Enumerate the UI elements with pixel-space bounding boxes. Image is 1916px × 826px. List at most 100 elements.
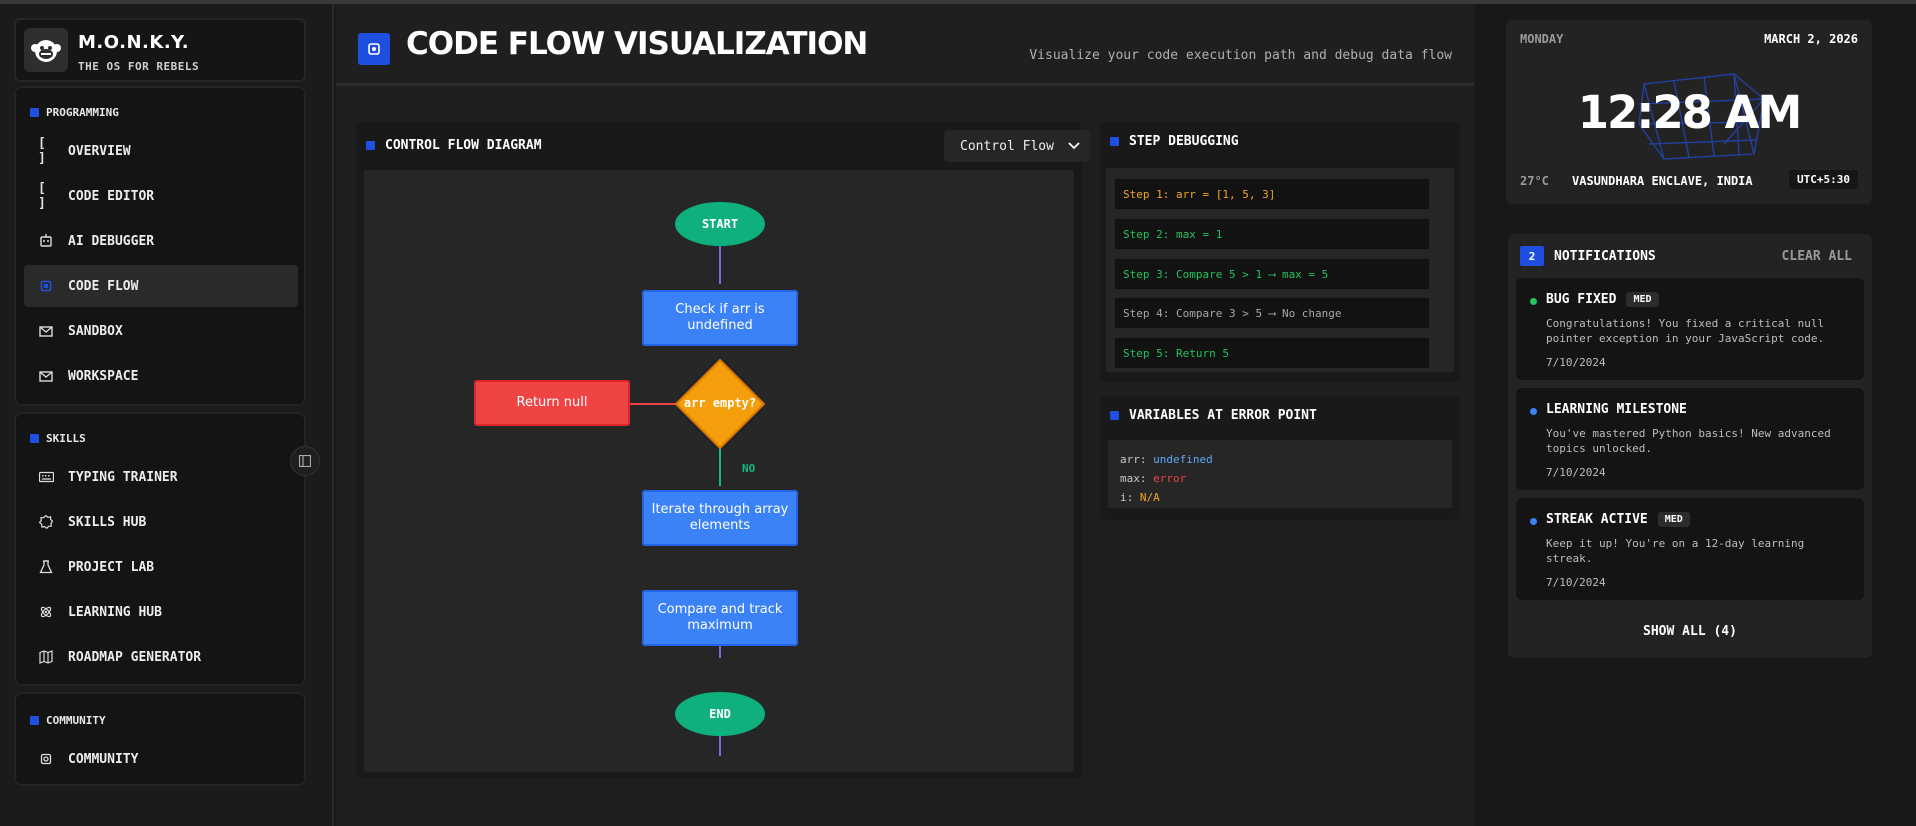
section-heading-community: COMMUNITY <box>30 714 106 727</box>
view-mode-select[interactable]: Control Flow <box>944 130 1090 162</box>
flow-node-compare[interactable]: Compare and track maximum <box>642 590 798 646</box>
brackets-icon: [ ] <box>38 181 46 211</box>
variable-row: max: error <box>1120 472 1187 485</box>
flow-node-check-undefined[interactable]: Check if arr is undefined <box>642 290 798 346</box>
section-heading-skills: SKILLS <box>30 432 86 445</box>
edge-decision-yes <box>628 403 678 405</box>
notification-date: 7/10/2024 <box>1546 576 1606 589</box>
step-debugging-title: STEP DEBUGGING <box>1110 134 1239 149</box>
step-debugging-panel: STEP DEBUGGING Step 1: arr = [1, 5, 3] S… <box>1100 122 1460 382</box>
edge-label-no: NO <box>742 462 756 475</box>
page-subtitle: Visualize your code execution path and d… <box>1029 48 1452 63</box>
step-item-5[interactable]: Step 5: Return 5 <box>1114 337 1430 369</box>
flask-icon <box>38 559 54 575</box>
clock-time: 12:28 AM <box>1577 86 1803 139</box>
edge-decision-no <box>719 434 721 486</box>
clock-date: MARCH 2, 2026 <box>1764 32 1858 46</box>
notification-body: Congratulations! You fixed a critical nu… <box>1546 317 1825 345</box>
sidebar-item-learning-hub[interactable]: LEARNING HUB <box>24 591 298 633</box>
edge-start-check <box>719 246 721 284</box>
main-content: CODE FLOW VISUALIZATION Visualize your c… <box>336 4 1474 826</box>
notification-item[interactable]: LEARNING MILESTONE You've mastered Pytho… <box>1516 388 1864 490</box>
step-item-1[interactable]: Step 1: arr = [1, 5, 3] <box>1114 178 1430 210</box>
control-flow-title: CONTROL FLOW DIAGRAM <box>366 138 542 153</box>
notification-body: Keep it up! You're on a 12-day learning … <box>1546 537 1805 565</box>
step-item-4[interactable]: Step 4: Compare 3 > 5 ⟶ No change <box>1114 297 1430 329</box>
notification-count-badge: 2 <box>1520 246 1544 266</box>
page-title: CODE FLOW VISUALIZATION <box>406 26 868 62</box>
brackets-icon: [ ] <box>38 136 46 166</box>
variables-panel: VARIABLES AT ERROR POINT arr: undefined … <box>1100 396 1460 520</box>
right-panel: MONDAY MARCH 2, 2026 12:28 AM 27°C VASUN… <box>1476 4 1916 826</box>
flow-node-end[interactable]: END <box>675 692 765 736</box>
variables-list: arr: undefined max: error i: N/A <box>1108 440 1452 508</box>
sidebar-item-project-lab[interactable]: PROJECT LAB <box>24 546 298 588</box>
control-flow-panel: CONTROL FLOW DIAGRAM Control Flow START … <box>356 122 1090 778</box>
sidebar-item-community[interactable]: COMMUNITY <box>24 738 298 780</box>
keyboard-icon <box>38 469 54 485</box>
notification-body: You've mastered Python basics! New advan… <box>1546 427 1831 455</box>
notifications-title: NOTIFICATIONS <box>1554 249 1656 264</box>
variable-row: i: N/A <box>1120 491 1160 504</box>
flow-node-iterate[interactable]: Iterate through array elements <box>642 490 798 546</box>
nav-section-skills: SKILLS TYPING TRAINER SKILLS HUB PROJECT… <box>14 412 306 686</box>
section-heading-programming: PROGRAMMING <box>30 106 119 119</box>
status-dot <box>1530 298 1537 305</box>
flow-diagram-canvas: START Check if arr is undefined arr empt… <box>364 170 1074 772</box>
clear-all-button[interactable]: CLEAR ALL <box>1781 249 1852 264</box>
top-border <box>0 0 1916 4</box>
clock-widget: MONDAY MARCH 2, 2026 12:28 AM 27°C VASUN… <box>1506 20 1872 204</box>
brand-tagline: THE OS FOR REBELS <box>78 60 200 73</box>
priority-badge: MED <box>1626 292 1659 307</box>
flow-node-return-null[interactable]: Return null <box>474 380 630 426</box>
nav-section-programming: PROGRAMMING [ ] OVERVIEW [ ] CODE EDITOR… <box>14 86 306 406</box>
notification-date: 7/10/2024 <box>1546 356 1606 369</box>
clock-timezone: UTC+5:30 <box>1789 170 1858 189</box>
brand-name: M.O.N.K.Y. <box>78 32 190 53</box>
map-icon <box>38 649 54 665</box>
globe-wireframe-icon <box>1638 73 1765 160</box>
flow-node-decision-label: arr empty? <box>683 396 757 410</box>
status-dot <box>1530 408 1537 415</box>
sidebar-item-sandbox[interactable]: SANDBOX <box>24 310 298 352</box>
sidebar-item-workspace[interactable]: WORKSPACE <box>24 355 298 397</box>
step-item-3[interactable]: Step 3: Compare 5 > 1 ⟶ max = 5 <box>1114 258 1430 290</box>
clock-day: MONDAY <box>1520 32 1564 46</box>
badge-icon <box>38 514 54 530</box>
sidebar-item-code-editor[interactable]: [ ] CODE EDITOR <box>38 181 155 211</box>
gear-icon <box>38 751 54 767</box>
show-all-button[interactable]: SHOW ALL (4) <box>1643 624 1737 639</box>
chip-icon <box>38 278 54 294</box>
flow-node-start[interactable]: START <box>675 202 765 246</box>
status-dot <box>1530 518 1537 525</box>
collapse-sidebar-button[interactable] <box>290 446 320 476</box>
sidebar-item-code-flow[interactable]: CODE FLOW <box>24 265 298 307</box>
brand-block[interactable]: M.O.N.K.Y. THE OS FOR REBELS <box>14 18 306 82</box>
page-header: CODE FLOW VISUALIZATION Visualize your c… <box>336 4 1474 86</box>
variable-row: arr: undefined <box>1120 453 1213 466</box>
robot-icon <box>38 233 54 249</box>
variables-title: VARIABLES AT ERROR POINT <box>1110 408 1317 423</box>
clock-location: VASUNDHARA ENCLAVE, INDIA <box>1572 174 1753 188</box>
sidebar-toggle-icon <box>298 452 312 471</box>
sidebar-item-roadmap-generator[interactable]: ROADMAP GENERATOR <box>24 636 298 678</box>
clock-temperature: 27°C <box>1520 174 1549 188</box>
sidebar-item-typing-trainer[interactable]: TYPING TRAINER <box>24 456 298 498</box>
chip-icon <box>358 33 390 65</box>
monkey-logo-icon <box>24 28 68 72</box>
nav-section-community: COMMUNITY COMMUNITY <box>14 692 306 786</box>
mail-icon <box>38 368 54 384</box>
notification-date: 7/10/2024 <box>1546 466 1606 479</box>
chevron-down-icon <box>1068 139 1080 154</box>
step-item-2[interactable]: Step 2: max = 1 <box>1114 218 1430 250</box>
sidebar-item-overview[interactable]: [ ] OVERVIEW <box>38 136 131 166</box>
sidebar-item-skills-hub[interactable]: SKILLS HUB <box>24 501 298 543</box>
sidebar: M.O.N.K.Y. THE OS FOR REBELS PROGRAMMING… <box>0 4 334 826</box>
priority-badge: MED <box>1657 512 1690 527</box>
sidebar-item-ai-debugger[interactable]: AI DEBUGGER <box>24 220 298 262</box>
edge-compare-end <box>719 718 721 756</box>
mail-icon <box>38 323 54 339</box>
